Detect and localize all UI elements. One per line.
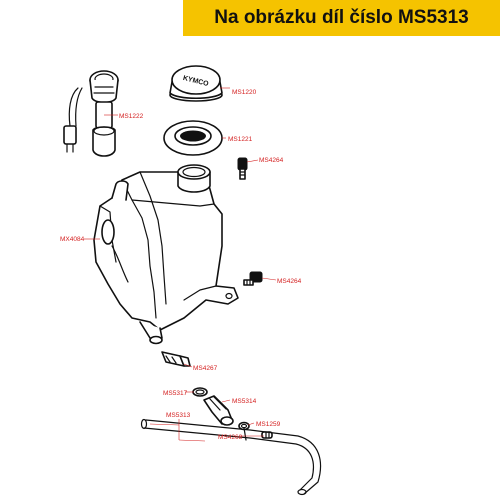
leader-lines (84, 87, 277, 442)
label-ms4264-lower: MS4264 (277, 278, 302, 285)
fuel-hose-drawing (140, 418, 322, 496)
cap-gasket-drawing (163, 120, 223, 156)
label-ms1221: MS1221 (228, 136, 253, 143)
hose-joint-drawing (161, 351, 191, 367)
hose-clip-drawing (192, 387, 208, 397)
label-ms1259: MS1259 (256, 421, 281, 428)
label-ms1220: MS1220 (232, 89, 257, 96)
label-mx4084: MX4084 (60, 236, 85, 243)
part-labels: MS1220 MS1222 MS1221 MS4264 MX4084 MS426… (60, 89, 302, 441)
label-ms4264-upper: MS4264 (259, 157, 284, 164)
title-text: Na obrázku díl číslo MS5313 (214, 7, 469, 28)
label-ms5314: MS5314 (232, 398, 257, 405)
title-banner: Na obrázku díl číslo MS5313 (183, 0, 500, 36)
label-ms4267: MS4267 (193, 365, 218, 372)
label-ms5313: MS5313 (166, 412, 191, 419)
fuel-cap-drawing: KYMCO (169, 65, 223, 102)
label-ms1222: MS1222 (119, 113, 144, 120)
label-ms5317: MS5317 (163, 390, 188, 397)
lower-bolt-drawing (243, 271, 263, 286)
fuel-tank-drawing (93, 164, 239, 345)
label-ms4268: MS4268 (218, 434, 243, 441)
upper-bolt-drawing (237, 157, 248, 180)
fuel-cock-drawing (203, 395, 234, 426)
fuel-sender-drawing (63, 70, 119, 157)
